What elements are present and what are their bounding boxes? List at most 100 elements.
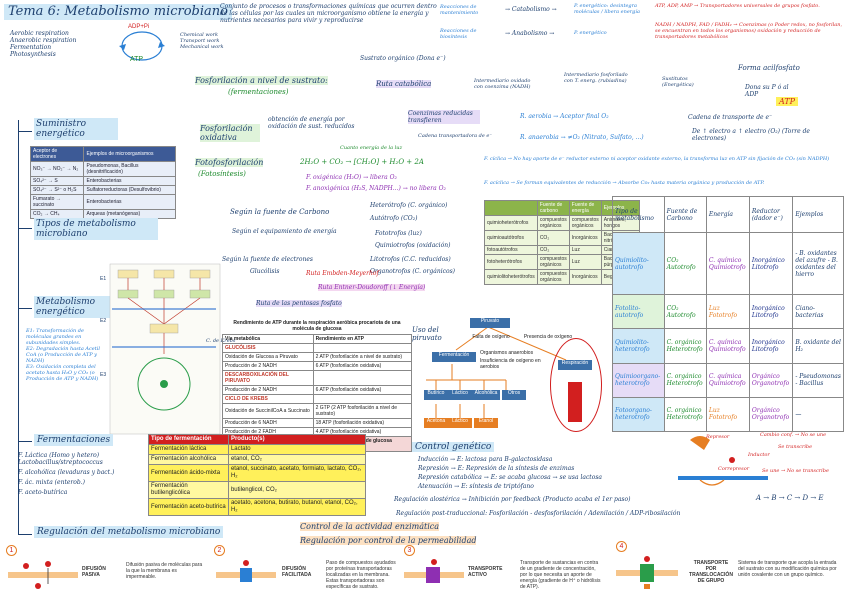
insuficiencia-oxigeno: Insuficiencia de oxígeno en aerobios: [480, 358, 541, 370]
transport-label-1: DIFUSIÓN PASIVA: [82, 566, 106, 578]
otros-box: Otros: [502, 390, 526, 400]
fermentations-heading: Fermentaciones: [34, 434, 114, 446]
left-spine-line: [18, 120, 19, 535]
control-genetico-heading: Control genético: [412, 442, 495, 452]
group-translocation-diagram: [616, 556, 678, 589]
represor-note: Represor: [706, 434, 730, 440]
atp-cycle-diagram: [119, 31, 165, 61]
connector-energy: [18, 131, 32, 132]
e1-marker: E1: [100, 276, 107, 282]
adp-label: ADP+Pi: [128, 24, 150, 30]
active-transport-diagram: [404, 559, 464, 583]
cadena-transporte-right2: De ↑ electro a ↑ electro (O₂) (Torre de …: [692, 128, 810, 142]
transport-num-2: 2: [214, 545, 225, 556]
f-aciclica: F. acíclica → Se forman equivalentes de …: [484, 180, 765, 186]
transport-num-3: 3: [404, 545, 415, 556]
photosynthesis-equation: 2H₂O + CO₂ → [CH₂O] + H₂O + 2A: [300, 158, 424, 166]
litotrofos: Litotrofos (C.C. reducidos): [370, 256, 451, 263]
list-item: Chemical work: [180, 32, 219, 38]
list-item: Transport work: [180, 38, 220, 44]
passive-diffusion-diagram: [8, 561, 78, 589]
catab-r2-out: P. energético: [574, 30, 607, 36]
fosf-oxidativa-label: Fosforilación oxidativa: [200, 124, 260, 142]
list-item: Represión catabólica → E: se acaba gluco…: [418, 474, 602, 481]
regulacion-post: Regulación post-traduccional: Fosforilac…: [396, 510, 681, 517]
glucolisis: Glucólisis: [250, 268, 280, 275]
e3-marker: E3: [100, 372, 107, 378]
table-header: Tipo de fermentación: [148, 434, 229, 445]
atp-product: ATP: [776, 97, 799, 106]
operon-sketch: [678, 436, 768, 486]
alcoholica-box: Alcohólica: [472, 390, 500, 400]
table-header: Energía: [705, 196, 750, 233]
list-item: Fermentation: [10, 44, 52, 51]
fermentacion-box: Fermentación: [432, 352, 476, 362]
respiration-red-ellipse: [550, 338, 602, 432]
piruvato-flow-lines: [426, 326, 567, 418]
coenzimas-reducidas: Coenzimas reducidas transfieren: [408, 110, 480, 124]
intermediario-oxidado: Intermediario oxidado con coenzima (NADH…: [474, 78, 531, 90]
atp-transporters-note: ATP, ADP, AMP → Transportadores universa…: [655, 3, 820, 9]
table-header: [484, 200, 538, 216]
list-item: Mechanical work: [180, 44, 224, 50]
e1-note: E1: Transformación de moléculas grandes …: [26, 328, 84, 346]
f-oxigenica: F. oxigénica (H₂O) → libera O₂: [306, 174, 397, 181]
transport-num-1: 1: [6, 545, 17, 556]
f-ciclica: F. cíclica → No hay aporte de e⁻ reducto…: [484, 156, 830, 162]
r-anaerobia: R. anaerobia → ≠O₂ (Nitrato, Sulfato, ..…: [520, 134, 644, 141]
regulacion-permeabilidad: Regulación por control de la permeabilid…: [300, 536, 477, 545]
ruta-embden: Ruta Embden-Meyerhof: [306, 270, 379, 277]
table-header: Producto(s): [227, 434, 367, 445]
transport-desc-1: Difusión pasiva de moléculas para la que…: [126, 562, 203, 580]
list-item: Inducción → E: lactosa para B-galactosid…: [418, 456, 553, 463]
list-item: F. ác. mixta (enterob.): [18, 479, 85, 486]
transport-label-4: TRANSPORTE POR TRANSLOCACIÓN DE GRUPO: [689, 560, 733, 584]
connector-regulation: [18, 534, 32, 535]
fosf-sustrato-sub: (fermentaciones): [228, 88, 289, 96]
list-item: F. aceto-butírica: [18, 489, 68, 496]
list-item: Atenuación → E: síntesis de triptófano: [418, 483, 534, 490]
transport-desc-3: Transporte de sustancias en contra de un…: [520, 560, 601, 590]
cambio-conf-note: Cambio conf. → No se une: [760, 432, 827, 438]
fotofosf-sub: (Fotosíntesis): [198, 170, 246, 178]
equipamiento-energia: Según el equipamiento de energía: [232, 228, 337, 235]
uso-piruvato: Uso del piruvato: [412, 326, 442, 342]
metabolic-map-diagram: [109, 263, 221, 435]
metabolism-classification-table: Tipo de metabolismo Fuente de Carbono En…: [612, 196, 844, 433]
catab-r2-arrow: → Anabolismo →: [505, 30, 555, 37]
table-header: Fuente de Carbono: [663, 196, 707, 233]
atp-yield-table: Rendimiento de ATP durante la respiració…: [222, 320, 413, 452]
autotrofo: Autótrofo (CO₂): [370, 215, 418, 222]
falta-oxigeno: Falta de oxígeno: [472, 334, 510, 340]
ruta-entner: Ruta Entner-Doudoroff (↓ Energía): [318, 284, 426, 291]
inductor-note: Inductor: [748, 452, 770, 458]
ciclo-krebs-label: C. de Krebs: [206, 338, 236, 344]
e2-marker: E2: [100, 318, 107, 324]
catab-r2: Reacciones de biosíntesis: [440, 28, 477, 40]
control-genetico-list: Inducción → E: lactosa para B-galactosid…: [418, 456, 654, 490]
types-heading: Tipos de metabolismo microbiano: [34, 218, 158, 240]
obtencion-energia: obtención de energía por oxidación de su…: [268, 116, 355, 130]
table-header: Ejemplos de microorganismos: [83, 146, 176, 162]
page-title: Tema 6: Metabolismo microbiano: [4, 4, 232, 20]
list-item: Represión → E: Represión de la síntesis …: [418, 465, 575, 472]
fuente-carbono: Según la fuente de Carbono: [230, 208, 330, 216]
dona-p: Dona su P ó al ADP: [745, 84, 789, 98]
f-anoxigenica: F. anoxigénica (H₂S, NADPH...) → no libe…: [306, 185, 446, 192]
coenzimas-note: NADH / NADPH, FAD / FADH₂ → Coenzimas (o…: [655, 22, 843, 40]
piruvato-box: Piruvato: [470, 318, 510, 328]
list-item: Photosynthesis: [10, 51, 56, 58]
